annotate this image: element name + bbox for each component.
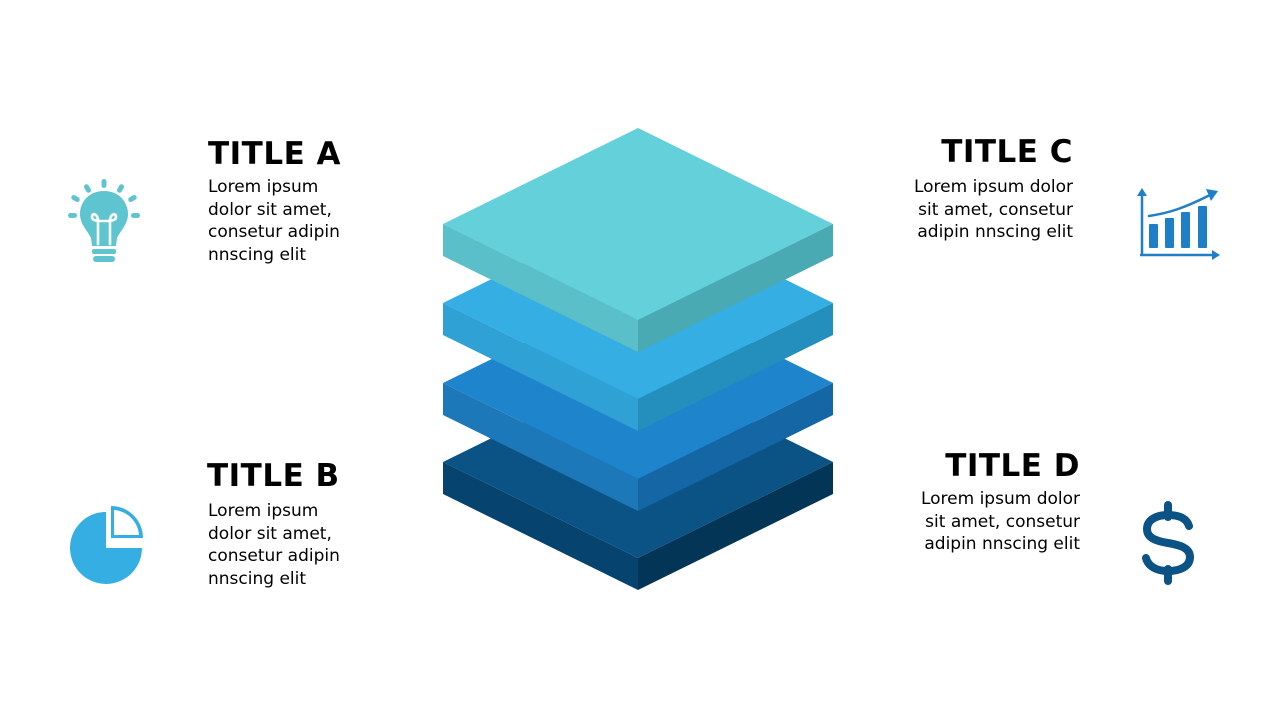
body-line: Lorem ipsum <box>208 501 319 521</box>
layer-4 <box>443 128 833 352</box>
pie-chart-icon <box>70 506 143 584</box>
body-text-c: Lorem ipsum dolor sit amet, consetur adi… <box>880 176 1073 244</box>
body-line: dolor sit amet, <box>208 199 332 220</box>
layer-3-right-face <box>638 303 833 431</box>
layer-1-left-face <box>443 462 638 590</box>
title-b: TITLE B <box>207 458 340 494</box>
body-line: nnscing elit <box>208 568 307 589</box>
body-line: Lorem ipsum dolor <box>920 489 1080 509</box>
body-line: adipin nnscing elit <box>924 534 1080 554</box>
body-line: Lorem ipsum dolor <box>913 177 1073 197</box>
layer-2-right-face <box>638 383 833 511</box>
layer-4-left-face <box>443 224 638 352</box>
layer-4-right-face <box>638 224 833 352</box>
body-line: consetur adipin <box>208 222 340 242</box>
body-line: dolor sit amet, <box>208 523 332 544</box>
body-text-b: Lorem ipsum dolor sit amet, consetur adi… <box>208 500 340 590</box>
lightbulb-icon <box>68 179 140 262</box>
body-line: consetur adipin <box>208 546 340 566</box>
bar-chart-growth-icon <box>1137 188 1220 260</box>
body-text-d: Lorem ipsum dolor sit amet, consetur adi… <box>880 488 1080 556</box>
body-line: Lorem ipsum <box>208 177 319 197</box>
layer-1-right-face <box>638 462 833 590</box>
layer-3-left-face <box>443 303 638 431</box>
title-d: TITLE D <box>945 448 1080 484</box>
title-a: TITLE A <box>208 136 342 172</box>
dollar-icon <box>1142 501 1195 585</box>
body-line: sit amet, consetur <box>918 199 1073 220</box>
body-line: sit amet, consetur <box>925 511 1080 532</box>
title-c: TITLE C <box>941 134 1073 170</box>
body-text-a: Lorem ipsum dolor sit amet, consetur adi… <box>208 176 340 266</box>
body-line: adipin nnscing elit <box>917 222 1073 242</box>
layer-2-left-face <box>443 383 638 511</box>
body-line: nnscing elit <box>208 244 307 265</box>
